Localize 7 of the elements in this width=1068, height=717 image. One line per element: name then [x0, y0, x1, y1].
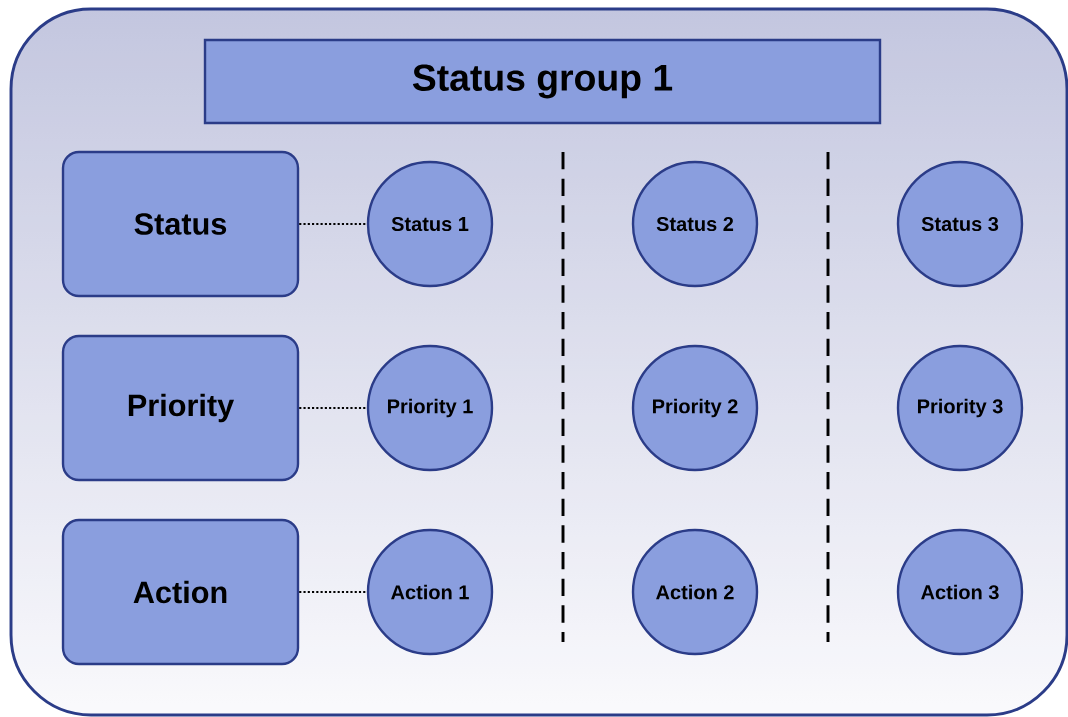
category-box: Action	[61, 518, 300, 666]
dotted-connector	[299, 222, 367, 226]
title-box: Status group 1	[203, 38, 882, 125]
category-box: Priority	[61, 334, 300, 482]
dotted-connector	[299, 590, 367, 594]
category-box: Status	[61, 150, 300, 298]
dotted-connector	[299, 406, 367, 410]
